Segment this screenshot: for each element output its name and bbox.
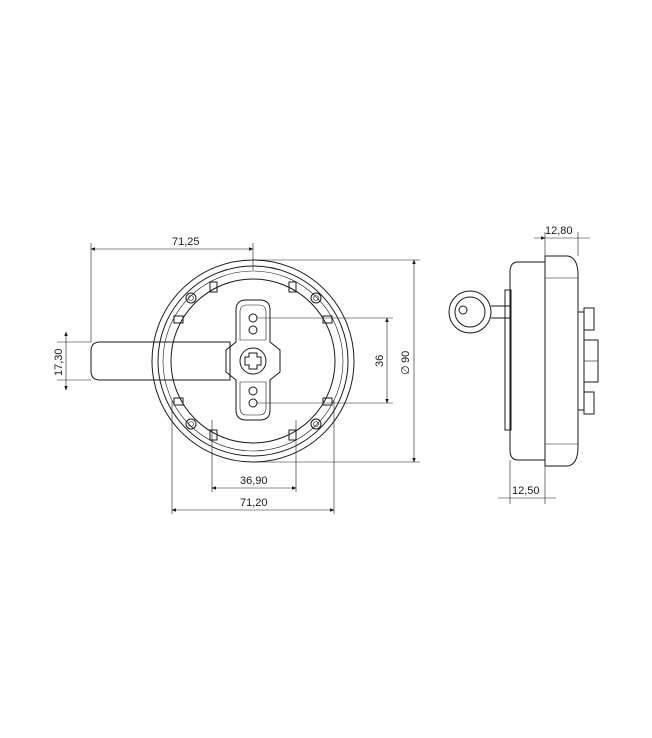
dimension-lines [57,232,590,514]
front-view [90,259,355,463]
dim-diameter: 90 [400,351,412,363]
clip-tabs [173,281,333,441]
mounting-plate [225,299,281,421]
dim-base-width: 71,20 [240,497,268,509]
side-view [448,255,599,467]
dim-side-depth-bottom: 12,50 [512,485,540,497]
lever [90,341,231,381]
dim-side-depth-top: 12,80 [545,225,573,237]
dim-lever-length: 71,25 [172,236,200,248]
ring-screws [185,292,322,430]
dim-diameter-symbol: ∅ [400,365,412,375]
dim-lever-width: 17,30 [53,348,65,376]
dim-screw-spacing-vertical: 36 [374,355,386,367]
dim-screw-spacing-horizontal: 36,90 [240,475,268,487]
